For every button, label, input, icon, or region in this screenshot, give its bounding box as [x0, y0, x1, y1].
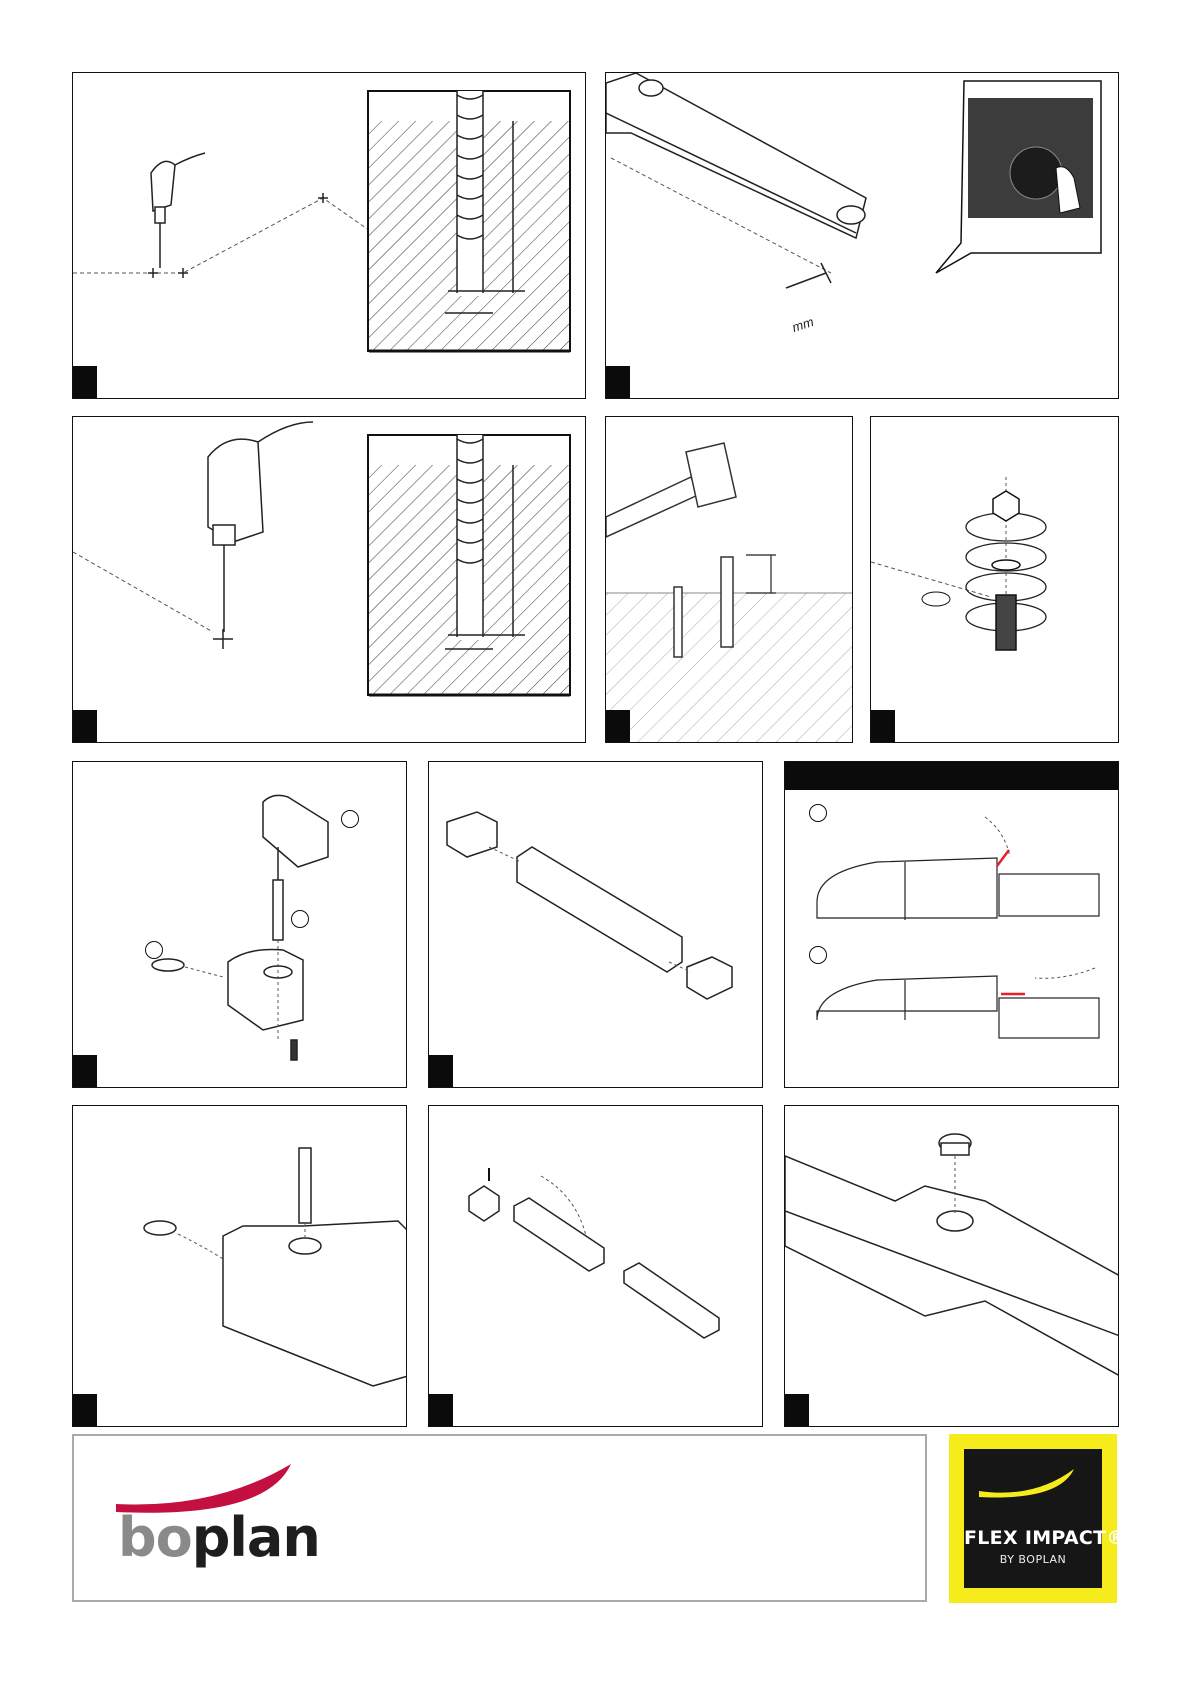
flex-impact-badge: FLEX IMPACT® BY BOPLAN: [949, 1434, 1117, 1603]
logo-bo: bo: [118, 1506, 192, 1569]
step-panel-6: [72, 761, 407, 1088]
end-cap-fixing-illustration: [73, 762, 407, 1088]
step-panel-5: [870, 416, 1119, 743]
logo-plan: plan: [192, 1506, 320, 1569]
footer-box: boplan: [72, 1434, 927, 1602]
drilling-illustration: [73, 73, 586, 399]
step-panel-11: [784, 1105, 1119, 1427]
step-panel-7: [428, 761, 763, 1088]
step-number-badge: [429, 1394, 453, 1426]
option-label-a: [809, 804, 827, 822]
step-number-badge: [429, 1055, 453, 1087]
connector-insertion-illustration: [429, 1106, 763, 1427]
rail-assembly-illustration: [429, 762, 763, 1088]
boplan-logo: boplan: [118, 1506, 320, 1569]
option-circle-3: [145, 941, 163, 959]
drilling-hole-illustration: [73, 417, 586, 743]
step-panel-4: [605, 416, 853, 743]
option-label-b: [809, 946, 827, 964]
step-number-badge: [73, 710, 97, 742]
step-number-badge: [785, 1394, 809, 1426]
step-panel-3: [72, 416, 586, 743]
step-panel-2: mm: [605, 72, 1119, 399]
flex-impact-inner: FLEX IMPACT® BY BOPLAN: [964, 1449, 1102, 1588]
step-number-badge: [606, 710, 630, 742]
step-number-badge: [73, 1394, 97, 1426]
cap-fitting-illustration: [785, 1106, 1119, 1427]
rail-measurement-illustration: [606, 73, 1119, 399]
step-panel-9: [72, 1105, 407, 1427]
step-number-badge: [73, 1055, 97, 1087]
hammer-anchor-illustration: [606, 417, 853, 743]
alignment-check-illustration: [785, 762, 1119, 1088]
step-number-badge: [871, 710, 895, 742]
step-panel-10: [428, 1105, 763, 1427]
flex-impact-swoosh: [964, 1449, 1102, 1509]
step-panel-8: [784, 761, 1119, 1088]
rail-screw-fixing-illustration: [73, 1106, 407, 1427]
step-number-badge: [606, 366, 630, 398]
option-circle-2: [291, 910, 309, 928]
flex-impact-title: FLEX IMPACT®: [964, 1527, 1102, 1549]
option-circle-1: [341, 810, 359, 828]
step-panel-1: [72, 72, 586, 399]
nut-tightening-illustration: [871, 417, 1119, 743]
step-number-badge: [73, 366, 97, 398]
flex-impact-subtitle: BY BOPLAN: [964, 1553, 1102, 1566]
